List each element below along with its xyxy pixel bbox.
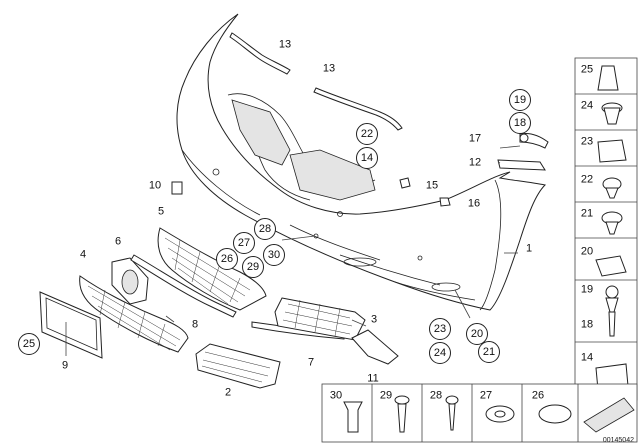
bracket-11 bbox=[351, 329, 399, 365]
label-13-lower: 13 bbox=[322, 62, 336, 75]
panel-label-24: 24 bbox=[580, 99, 594, 112]
panel-label-20: 20 bbox=[580, 245, 594, 258]
label-8: 8 bbox=[191, 318, 199, 331]
callout-18: 18 bbox=[509, 112, 531, 134]
trim-strip-13-upper bbox=[229, 32, 291, 75]
panel-label-27: 27 bbox=[479, 389, 493, 402]
bracket-17 bbox=[519, 133, 549, 149]
label-9: 9 bbox=[61, 359, 69, 372]
panel-label-14: 14 bbox=[580, 351, 594, 364]
label-12: 12 bbox=[468, 156, 482, 169]
grille-3 bbox=[274, 297, 366, 341]
frame-6 bbox=[111, 257, 149, 305]
label-2: 2 bbox=[224, 386, 232, 399]
callout-20: 20 bbox=[466, 323, 488, 345]
callout-30: 30 bbox=[263, 244, 285, 266]
trim-strip-13-lower bbox=[313, 87, 403, 131]
clip-10 bbox=[171, 181, 183, 195]
label-3: 3 bbox=[370, 313, 378, 326]
clip-16 bbox=[439, 197, 451, 207]
callout-25: 25 bbox=[18, 333, 40, 355]
grille-8 bbox=[79, 275, 189, 353]
panel-label-25: 25 bbox=[580, 63, 594, 76]
label-7: 7 bbox=[307, 356, 315, 369]
panel-label-19: 19 bbox=[580, 283, 594, 296]
strip-4 bbox=[130, 254, 237, 318]
label-10: 10 bbox=[148, 179, 162, 192]
leader-lines bbox=[65, 145, 521, 356]
callout-19: 19 bbox=[509, 89, 531, 111]
bracket-12 bbox=[497, 159, 546, 171]
panel-label-23: 23 bbox=[580, 135, 594, 148]
grille-2 bbox=[195, 343, 281, 389]
panel-label-30: 30 bbox=[329, 389, 343, 402]
license-plate-holder-9 bbox=[39, 291, 103, 359]
callout-26: 26 bbox=[216, 248, 238, 270]
clip-15 bbox=[399, 177, 411, 189]
label-4: 4 bbox=[79, 248, 87, 261]
callout-21: 21 bbox=[478, 341, 500, 363]
label-15: 15 bbox=[425, 179, 439, 192]
panel-label-28: 28 bbox=[429, 389, 443, 402]
side-hardware-panel bbox=[574, 57, 638, 401]
label-13-upper: 13 bbox=[278, 38, 292, 51]
label-1: 1 bbox=[525, 242, 533, 255]
panel-label-26: 26 bbox=[531, 389, 545, 402]
label-11: 11 bbox=[367, 372, 379, 385]
callout-23: 23 bbox=[429, 318, 451, 340]
callout-22: 22 bbox=[356, 123, 378, 145]
drawing-code: 00145042 bbox=[602, 437, 634, 444]
bumper-cover bbox=[176, 13, 547, 311]
panel-label-29: 29 bbox=[379, 389, 393, 402]
panel-label-21: 21 bbox=[580, 207, 594, 220]
callout-29: 29 bbox=[242, 256, 264, 278]
bottom-hardware-panel bbox=[321, 383, 638, 443]
callout-24: 24 bbox=[429, 342, 451, 364]
panel-label-22: 22 bbox=[580, 173, 594, 186]
label-17: 17 bbox=[468, 132, 482, 145]
callout-27: 27 bbox=[233, 232, 255, 254]
label-16: 16 bbox=[467, 197, 481, 210]
callout-28: 28 bbox=[254, 218, 276, 240]
callout-14: 14 bbox=[356, 147, 378, 169]
panel-label-18: 18 bbox=[580, 318, 594, 331]
label-5: 5 bbox=[157, 205, 165, 218]
label-6: 6 bbox=[114, 235, 122, 248]
grille-5 bbox=[157, 227, 267, 311]
